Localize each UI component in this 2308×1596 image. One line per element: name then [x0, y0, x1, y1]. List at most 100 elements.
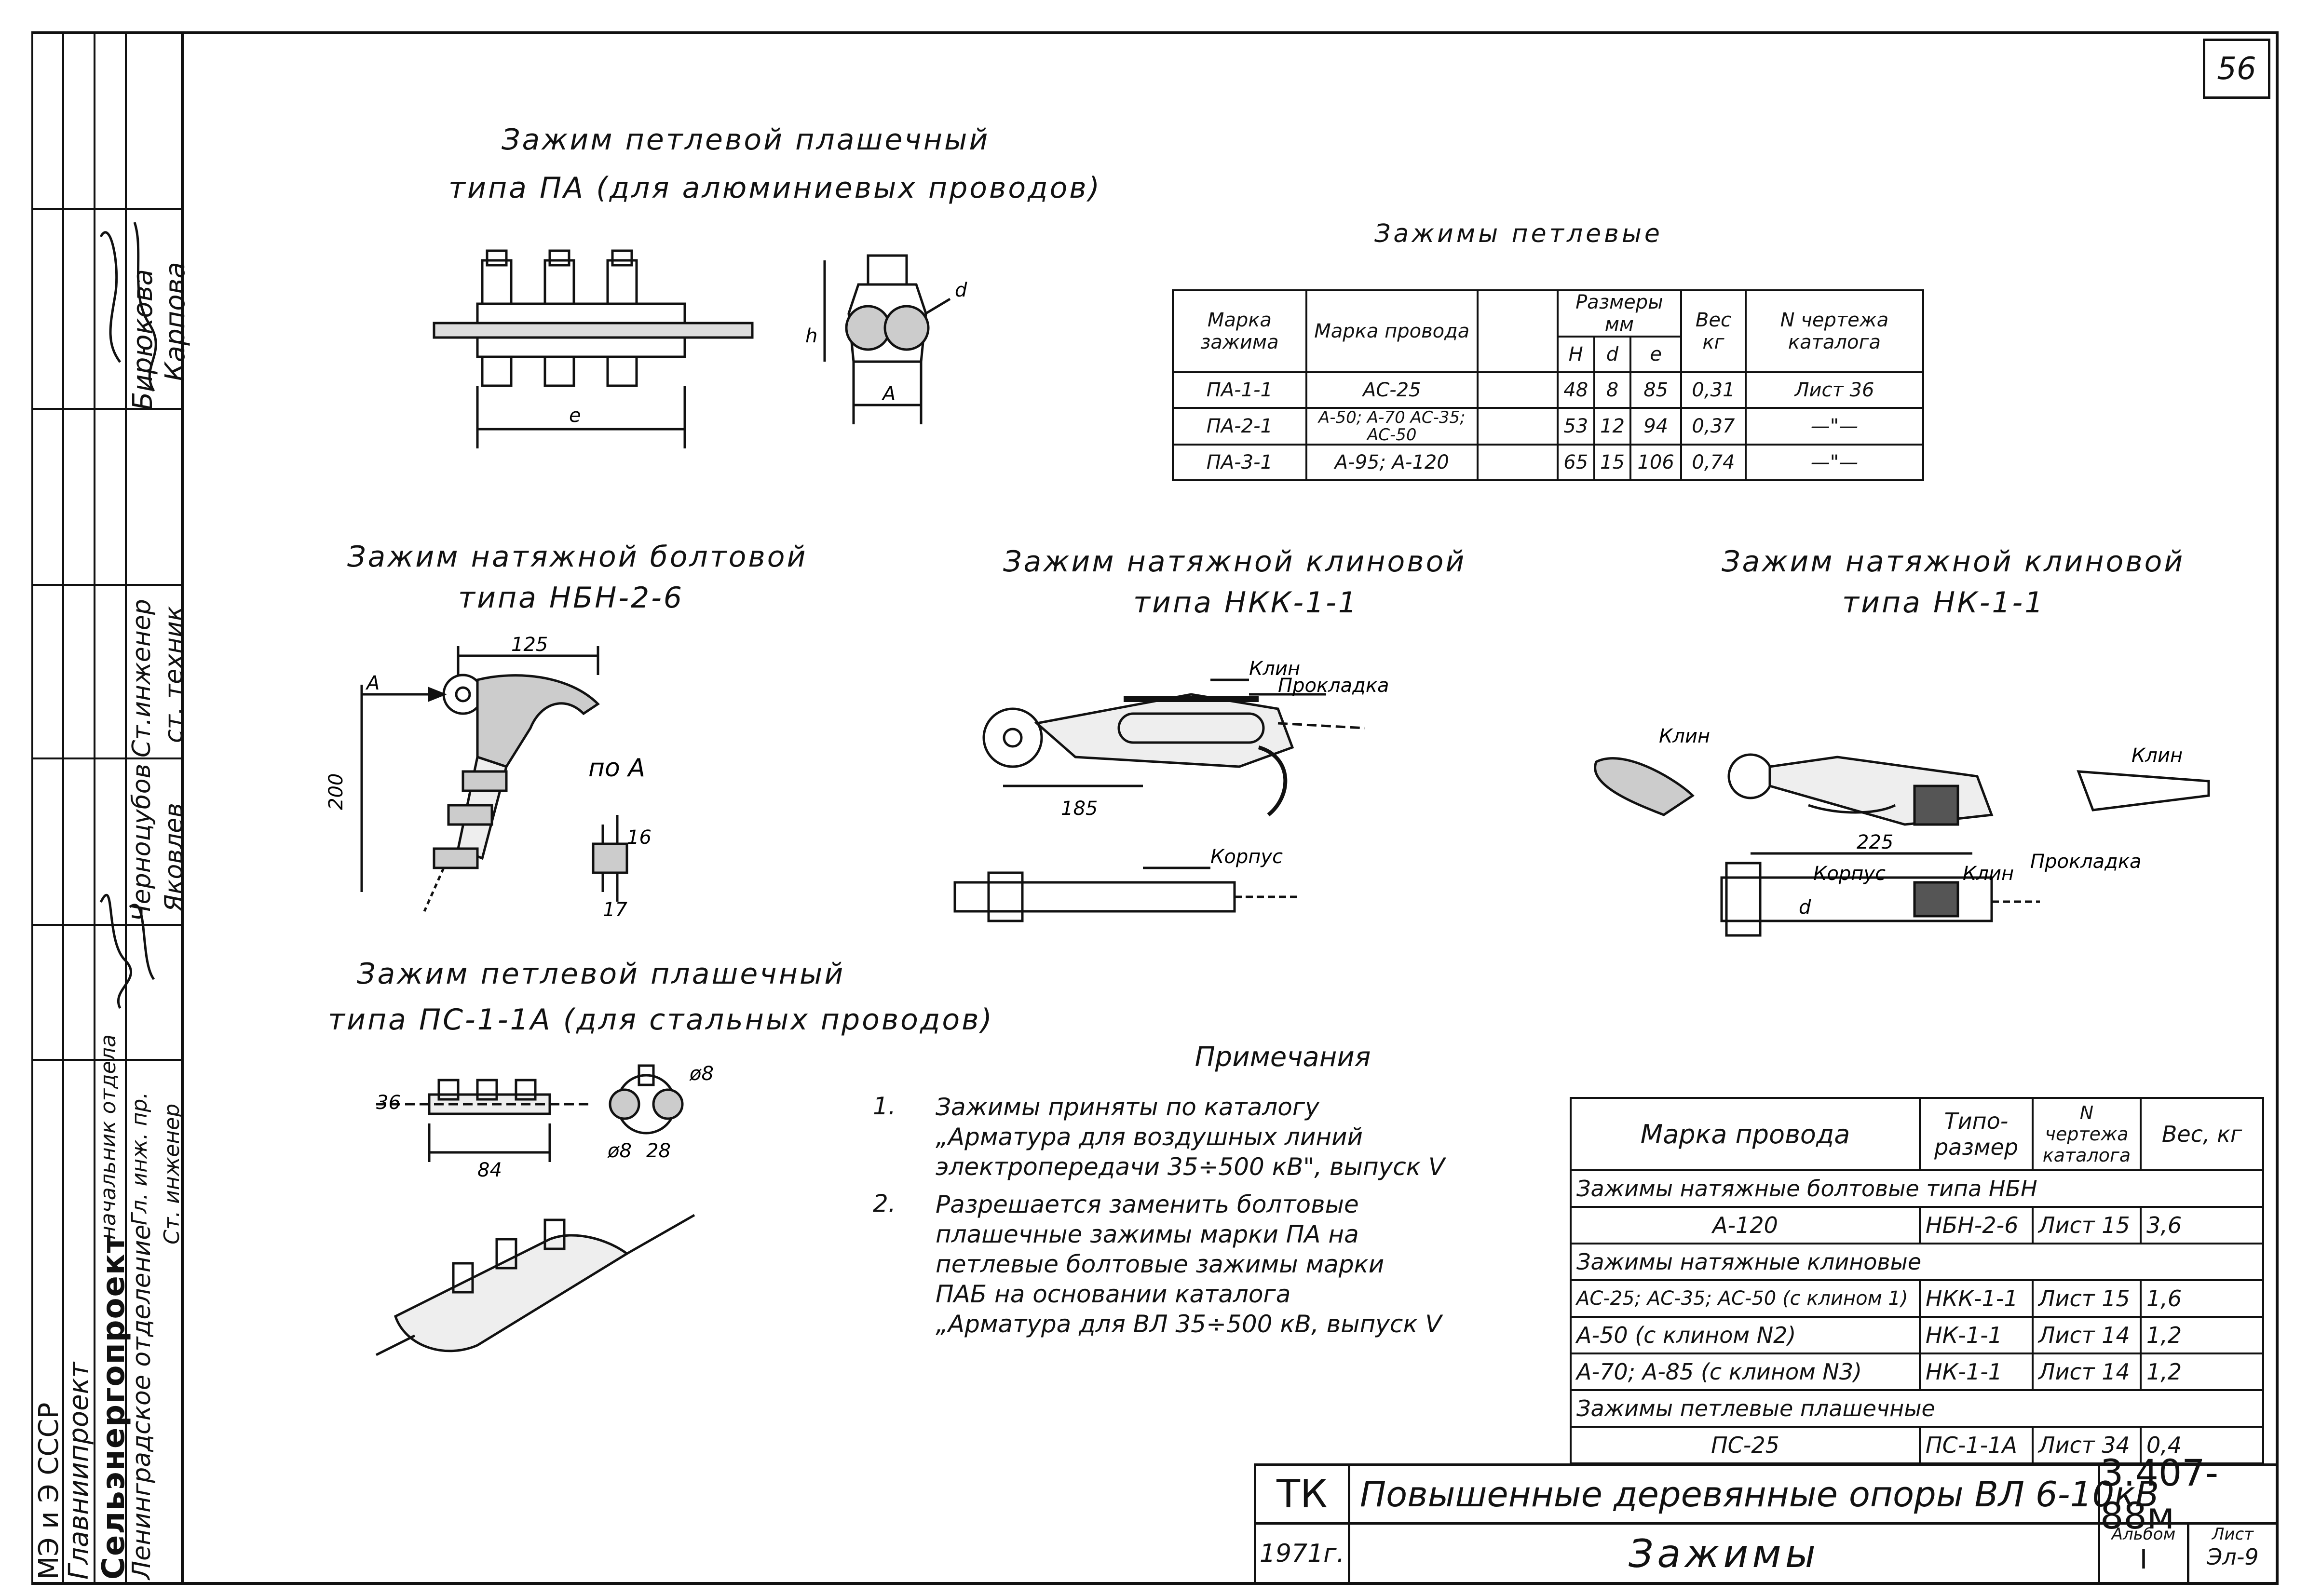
- t1-cell: —"—: [1744, 444, 1925, 481]
- t1-cell: 8: [1593, 371, 1632, 409]
- t1-cell: Лист 36: [1744, 371, 1925, 409]
- stamp-album: I: [2139, 1544, 2148, 1575]
- t1-cell-blank: [1476, 444, 1559, 481]
- notes-block: Примечания 1. Зажимы приняты по каталогу…: [873, 1041, 1500, 1347]
- t2-cell: А-120: [1570, 1206, 1921, 1244]
- role-chief-engineer: Гл. инж. пр.: [127, 1092, 152, 1225]
- note-line: ПАБ на основании каталога: [936, 1280, 1291, 1308]
- table-row: ПС-25 ПС-1-1А Лист 34 0,4: [1570, 1426, 2264, 1464]
- t2-cell: Лист 15: [2032, 1279, 2142, 1318]
- stamp-code: 3.407-88м: [2098, 1451, 2279, 1537]
- note-line: „Арматура для ВЛ 35÷500 кВ, выпуск V: [936, 1310, 1442, 1338]
- dim-pa-a: A: [881, 383, 896, 405]
- note-line: „Арматура для воздушных линий: [936, 1123, 1363, 1151]
- title-block: ТК Повышенные деревянные опоры ВЛ 6-10кВ…: [1254, 1451, 2279, 1585]
- label-klin-nk-3: Клин: [1963, 863, 2014, 885]
- t2-cell: А-70; А-85 (с клином N3): [1570, 1353, 1921, 1391]
- drawing-nkk-clamp: Клин Прокладка 185 Корпус: [953, 658, 1389, 922]
- t2-cell: НК-1-1: [1919, 1353, 2034, 1391]
- dim-pa-l: e: [569, 405, 581, 427]
- t2-cell: Лист 34: [2032, 1426, 2142, 1464]
- caption-nkk-2: типа НКК-1-1: [1133, 586, 1358, 620]
- table-row: ПА-3-1 А-95; А-120 65 15 106 0,74 —"—: [1172, 444, 1925, 481]
- t1-cell: ПА-3-1: [1172, 444, 1307, 481]
- label-korpus-nkk: Корпус: [1210, 846, 1283, 868]
- label-klin-nkk: Клин: [1249, 658, 1300, 680]
- note-item: 1. Зажимы приняты по каталогу „Арматура …: [873, 1092, 1500, 1182]
- t1-h-drawing: N чертежа каталога: [1744, 289, 1925, 373]
- t1-cell: ПА-2-1: [1172, 407, 1307, 446]
- t1-h-blank: [1476, 289, 1559, 373]
- t2-h-drawing: N чертежа каталога: [2032, 1097, 2142, 1171]
- t1-cell: ПА-1-1: [1172, 371, 1307, 409]
- t1-cell: А-95; А-120: [1305, 444, 1479, 481]
- caption-nkk-1: Зажим натяжной клиновой: [1003, 545, 1466, 579]
- t1-h-d: d: [1593, 336, 1632, 373]
- t2-cell: НКК-1-1: [1919, 1279, 2034, 1318]
- note-line: плашечные зажимы марки ПА на: [936, 1220, 1359, 1248]
- dim-ps-8b: ø8: [607, 1140, 632, 1162]
- dim-nbn-17: 17: [603, 899, 627, 921]
- caption-nk-1: Зажим натяжной клиновой: [1722, 545, 2185, 579]
- t2-cell: НК-1-1: [1919, 1316, 2034, 1354]
- table-row: ПА-1-1 АС-25 48 8 85 0,31 Лист 36: [1172, 371, 1925, 409]
- dim-nbn-200: 200: [325, 773, 347, 810]
- t2-cell: 0,4: [2140, 1426, 2264, 1464]
- note-line: электропередачи 35÷500 кВ", выпуск V: [936, 1153, 1445, 1181]
- t1-h-H: H: [1556, 336, 1595, 373]
- t2-cell: Лист 14: [2032, 1316, 2142, 1354]
- ministry-line-1: МЭ и Э СССР: [33, 1402, 65, 1580]
- org-name: Сельэнергопроект: [96, 1234, 132, 1580]
- t2-cell: АС-25; АС-35; АС-50 (с клином 1): [1570, 1279, 1921, 1318]
- table-row: А-70; А-85 (с клином N3) НК-1-1 Лист 14 …: [1570, 1353, 2264, 1391]
- caption-pa-1: Зажим петлевой плашечный: [502, 123, 990, 157]
- dim-pa-d: d: [955, 279, 967, 301]
- t1-cell: 106: [1629, 444, 1682, 481]
- drawing-ps-clamp: 36 84 28 ø8 ø8: [375, 1063, 714, 1356]
- label-klin-nk-1: Клин: [1659, 725, 1710, 747]
- t2-section-title: Зажимы петлевые плашечные: [1570, 1389, 2264, 1428]
- stamp-sheet-label: Лист: [2212, 1525, 2254, 1544]
- label-po-a: по А: [588, 754, 645, 783]
- note-number: 2.: [873, 1190, 896, 1217]
- t2-h-wire: Марка провода: [1570, 1097, 1921, 1171]
- ministry-line-2: Главниипроект: [63, 1362, 95, 1580]
- dim-ps-84: 84: [477, 1159, 502, 1181]
- t2-cell: НБН-2-6: [1919, 1206, 2034, 1244]
- t2-section-title: Зажимы натяжные болтовые типа НБН: [1570, 1169, 2264, 1208]
- stamp-title: Повышенные деревянные опоры ВЛ 6-10кВ: [1348, 1463, 2159, 1525]
- t1-h-e: e: [1629, 336, 1682, 373]
- t1-cell: А-50; А-70 АС-35; АС-50: [1305, 407, 1479, 446]
- stamp-album-cell: Альбом I: [2098, 1522, 2189, 1585]
- table-row: ПА-2-1 А-50; А-70 АС-35; АС-50 53 12 94 …: [1172, 407, 1925, 446]
- drawing-pa-clamp: e: [433, 249, 754, 448]
- t1-cell: 65: [1556, 444, 1595, 481]
- t1-h-weight: Вес кг: [1680, 289, 1747, 373]
- note-number: 1.: [873, 1092, 896, 1120]
- dim-nbn-16: 16: [627, 826, 652, 849]
- t1-cell: 0,37: [1680, 407, 1747, 446]
- table-row: А-120 НБН-2-6 Лист 15 3,6: [1570, 1206, 2264, 1244]
- table1-title: Зажимы петлевые: [1374, 219, 1663, 248]
- dim-nk-225: 225: [1857, 831, 1893, 853]
- caption-pa-2: типа ПА (для алюминиевых проводов): [448, 171, 1102, 205]
- caption-nbn-1: Зажим натяжной болтовой: [347, 540, 808, 574]
- caption-ps-2: типа ПС-1-1А (для стальных проводов): [328, 1003, 994, 1037]
- t2-cell: ПС-25: [1570, 1426, 1921, 1464]
- t2-cell: 1,6: [2140, 1279, 2264, 1318]
- table-row: А-50 (с клином N2) НК-1-1 Лист 14 1,2: [1570, 1316, 2264, 1354]
- t1-cell: 15: [1593, 444, 1632, 481]
- t2-cell: 3,6: [2140, 1206, 2264, 1244]
- t2-h-type: Типо-размер: [1919, 1097, 2034, 1171]
- t1-cell: 85: [1629, 371, 1682, 409]
- label-prokladka-nk: Прокладка: [2030, 851, 2142, 873]
- table-clamp-spec: Марка провода Типо-размер N чертежа ката…: [1570, 1097, 2264, 1464]
- t1-cell: 94: [1629, 407, 1682, 446]
- t1-cell: —"—: [1744, 407, 1925, 446]
- t1-cell: АС-25: [1305, 371, 1479, 409]
- drawing-pa-section: h A d: [805, 254, 967, 424]
- caption-nk-2: типа НК-1-1: [1842, 586, 2045, 620]
- t1-cell: 0,31: [1680, 371, 1747, 409]
- caption-nbn-2: типа НБН-2-6: [458, 581, 684, 615]
- t1-cell: 48: [1556, 371, 1595, 409]
